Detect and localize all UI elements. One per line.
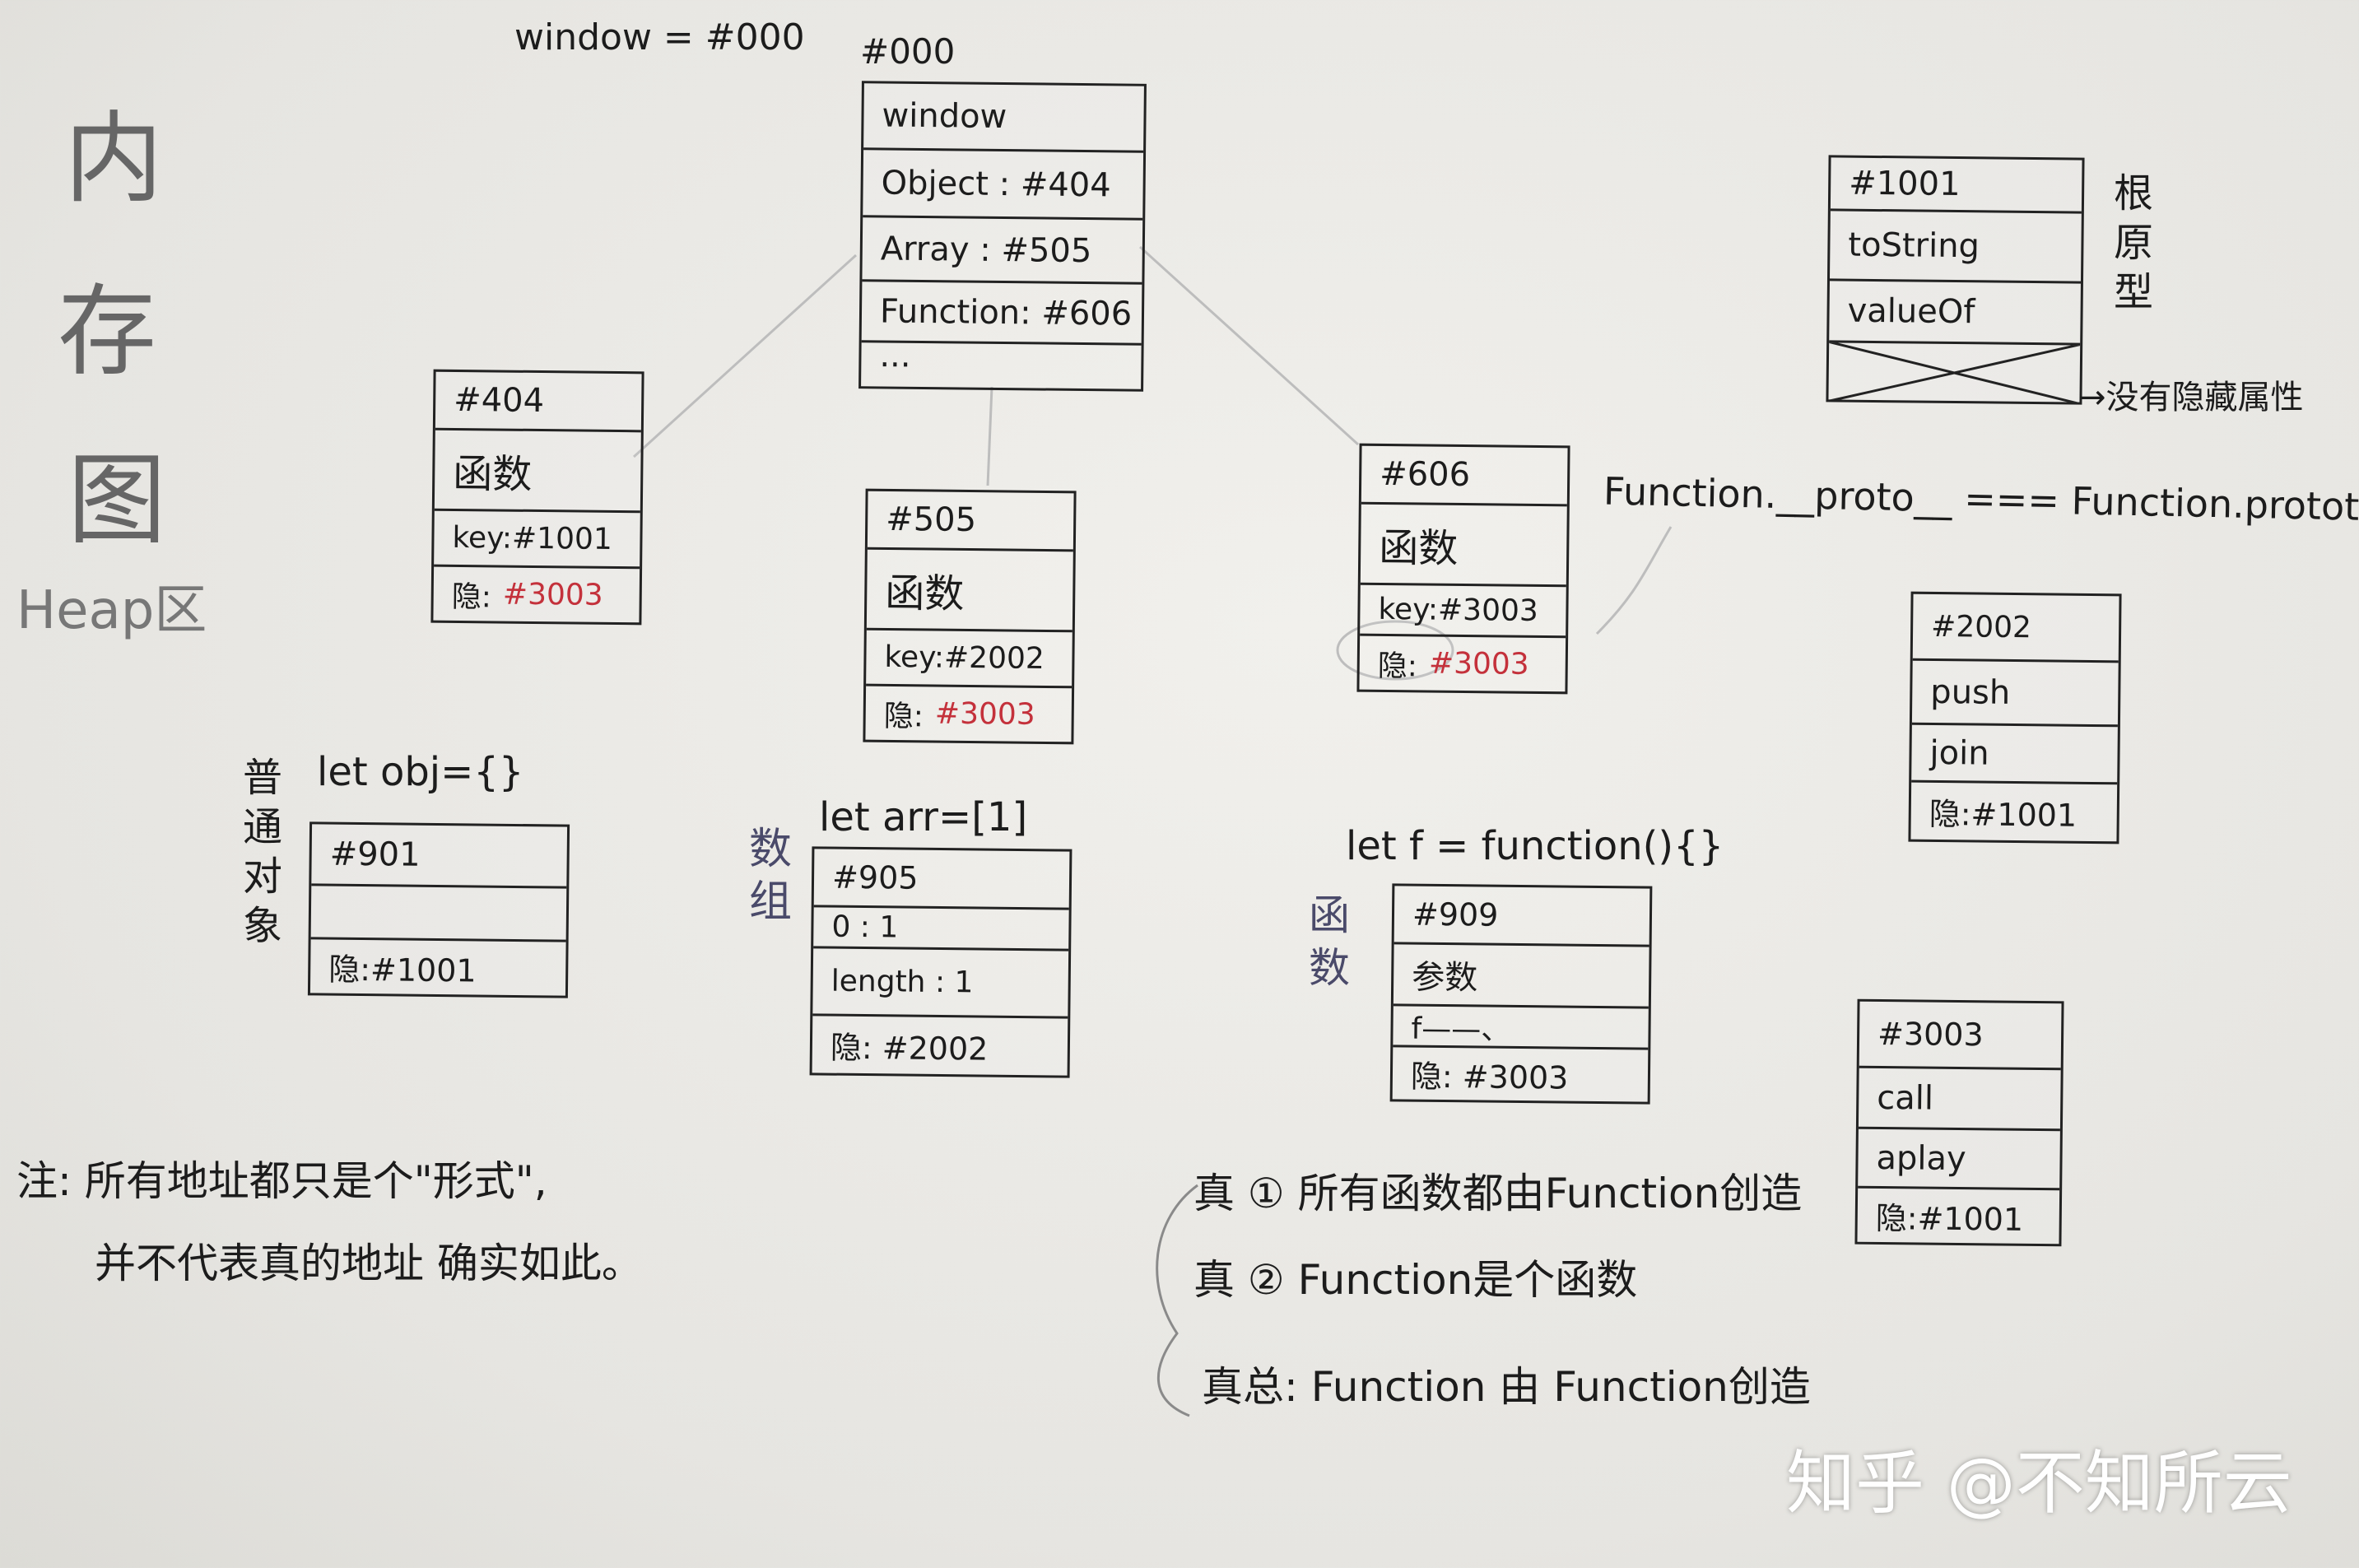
- window-label: window = #000: [514, 16, 805, 58]
- window-box-row-object: Object : #404: [863, 147, 1144, 218]
- window-object-box: window Object : #404 Array : #505 Functi…: [858, 81, 1147, 392]
- function-prototype-3003-box: #3003 call aplay 隐:#1001: [1854, 998, 2064, 1247]
- connector-window-606: [1138, 245, 1360, 446]
- box-901-hidden: 隐:#1001: [309, 937, 566, 996]
- window-box-row-window: window: [882, 96, 1007, 137]
- box-404-hidden-label: 隐:: [451, 579, 492, 614]
- object-505-box: #505 函数 key:#2002 隐: #3003: [863, 488, 1077, 745]
- box-606-address: #606: [1379, 454, 1471, 495]
- connector-window-505: [986, 386, 993, 486]
- box-905-length: length : 1: [812, 946, 1069, 1017]
- connector-606-proto: [1595, 526, 1673, 635]
- truth-2: 真 ② Function是个函数: [1193, 1256, 1638, 1304]
- brace-truths: [1156, 1184, 1198, 1417]
- box-901-address: #901: [329, 835, 421, 874]
- box-905-index0: 0 : 1: [813, 905, 1069, 949]
- box-404-hidden: 隐: #3003: [433, 564, 640, 623]
- heap-subtitle: Heap区: [16, 580, 207, 641]
- box-905-address: #905: [831, 858, 919, 896]
- box-505-address: #505: [885, 500, 977, 540]
- box-505-hidden-value: #3003: [934, 696, 1035, 732]
- object-901-box: #901 隐:#1001: [307, 821, 570, 998]
- obj-label-char-1: 普: [243, 755, 283, 801]
- box-2002-join: join: [1911, 722, 2118, 783]
- box-909-params: 参数: [1393, 942, 1649, 1007]
- root-prototype-label: 根 原 型: [2114, 169, 2153, 317]
- box-404-key: key:#1001: [434, 508, 640, 567]
- title-char-1: 内: [64, 102, 163, 216]
- box-1001-address: #1001: [1848, 164, 1961, 204]
- connector-window-404: [632, 254, 858, 458]
- box-1001-tostring: toString: [1830, 208, 2082, 281]
- box-2002-hidden: 隐:#1001: [1910, 779, 2118, 842]
- note-line-1: 注: 所有地址都只是个"形式",: [16, 1157, 547, 1205]
- box-606-hidden-label: 隐:: [1377, 649, 1418, 683]
- function-909-box: #909 参数 f——、 隐: #3003: [1389, 883, 1653, 1105]
- window-box-header: #000: [860, 31, 956, 72]
- box-505-key: key:#2002: [866, 627, 1072, 686]
- box-606-hidden-value: #3003: [1428, 646, 1529, 682]
- obj-side-label: 普 通 对 象: [243, 753, 282, 951]
- box-909-address: #909: [1412, 896, 1499, 933]
- obj-label-char-4: 象: [243, 903, 283, 949]
- box-909-hidden: 隐: #3003: [1392, 1045, 1649, 1102]
- window-box-row-function: Function: #606: [861, 279, 1142, 343]
- box-606-key: key:#3003: [1360, 582, 1566, 636]
- root-label-char-2: 原: [2114, 220, 2154, 266]
- note-line-2: 并不代表真的地址 确实如此。: [95, 1240, 643, 1287]
- root-prototype-1001-box: #1001 toString valueOf: [1826, 155, 2085, 405]
- no-hidden-attr-note: →没有隐藏属性: [2078, 379, 2304, 416]
- box-505-type: 函数: [866, 547, 1073, 630]
- fn-label-char-1: 函: [1309, 891, 1350, 939]
- box-3003-call: call: [1858, 1065, 2061, 1129]
- box-1001-crossed-row: [1828, 340, 2081, 402]
- box-3003-aplay: aplay: [1858, 1126, 2060, 1189]
- array-prototype-2002-box: #2002 push join 隐:#1001: [1908, 591, 2122, 844]
- fn-code: let f = function(){}: [1346, 823, 1724, 869]
- box-2002-push: push: [1911, 658, 2119, 725]
- title-char-2: 存: [58, 275, 156, 389]
- truth-summary: 真总: Function 由 Function创造: [1202, 1363, 1811, 1411]
- watermark: 知乎 @不知所云: [1786, 1443, 2292, 1524]
- arr-code: let arr=[1]: [819, 794, 1028, 840]
- box-505-hidden-label: 隐:: [883, 699, 924, 733]
- box-606-hidden: 隐: #3003: [1359, 633, 1566, 692]
- root-label-char-1: 根: [2114, 170, 2154, 216]
- box-404-address: #404: [453, 380, 545, 421]
- box-606-type: 函数: [1360, 501, 1567, 585]
- array-905-box: #905 0 : 1 length : 1 隐: #2002: [809, 846, 1072, 1078]
- box-905-hidden: 隐: #2002: [812, 1013, 1068, 1076]
- object-606-box: #606 函数 key:#3003 隐: #3003: [1356, 443, 1570, 695]
- box-404-hidden-value: #3003: [502, 577, 603, 612]
- box-2002-address: #2002: [1930, 609, 2032, 644]
- root-label-char-3: 型: [2114, 269, 2154, 315]
- crossed-out-icon: [1828, 341, 2081, 402]
- box-505-hidden: 隐: #3003: [865, 683, 1072, 742]
- obj-label-char-2: 通: [243, 804, 283, 850]
- fn-label-char-2: 数: [1309, 944, 1350, 992]
- truth-1: 真 ① 所有函数都由Function创造: [1193, 1170, 1803, 1217]
- fn-side-label: 函 数: [1309, 889, 1350, 994]
- window-box-row-array: Array : #505: [862, 215, 1143, 282]
- obj-code: let obj={}: [317, 749, 524, 795]
- window-box-row-ellipsis: ···: [861, 340, 1142, 389]
- box-3003-address: #3003: [1877, 1015, 1984, 1054]
- box-901-empty: [310, 883, 567, 940]
- box-909-body: f——、: [1393, 1003, 1649, 1048]
- box-1001-valueof: valueOf: [1829, 278, 2081, 343]
- obj-label-char-3: 对: [243, 854, 283, 900]
- box-3003-hidden: 隐:#1001: [1857, 1185, 2060, 1245]
- object-404-box: #404 函数 key:#1001 隐: #3003: [430, 369, 644, 626]
- arr-label-char-1: 数: [749, 825, 793, 874]
- title-char-3: 图: [67, 444, 166, 558]
- arr-label-char-2: 组: [749, 877, 793, 927]
- arr-side-label: 数 组: [749, 823, 792, 928]
- circle-606-key: [1336, 620, 1454, 681]
- box-404-type: 函数: [434, 427, 641, 511]
